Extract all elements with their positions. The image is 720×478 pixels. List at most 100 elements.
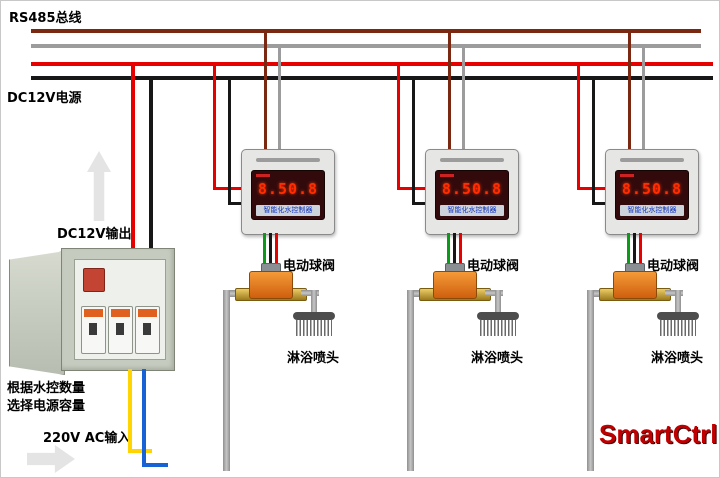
shower-label: 淋浴喷头 xyxy=(287,351,340,366)
valve-signal-wire xyxy=(453,233,456,265)
dc12v-positive-drop-wire xyxy=(213,62,216,190)
capacity-note-line1: 根据水控数量 xyxy=(7,381,86,396)
dc12v-negative-drop-wire xyxy=(228,202,243,205)
valve-signal-wire xyxy=(275,233,278,265)
shower-pipe-elbow xyxy=(485,290,503,296)
ac-neutral-wire xyxy=(142,369,146,467)
seven-segment-display: 8.50.8 xyxy=(257,180,319,198)
valve-signal-wire xyxy=(633,233,636,265)
dc12v-output-label: DC12V输出 xyxy=(57,227,132,242)
power-module xyxy=(81,306,106,354)
water-controller: 8.50.8 智能化水控制器 xyxy=(425,149,519,235)
capacity-note-line2: 选择电源容量 xyxy=(7,399,86,414)
panel-brand-mark xyxy=(256,174,270,177)
valve-label: 电动球阀 xyxy=(647,259,700,274)
dc12v-positive-drop-wire xyxy=(397,62,400,190)
smartctrl-logo: SmartCtrl xyxy=(599,419,718,449)
dc12v-output-arrow-icon xyxy=(87,151,111,221)
water-supply-pipe xyxy=(587,290,594,471)
dc12v-negative-drop-wire xyxy=(228,76,231,205)
transformer-module xyxy=(83,268,105,292)
motorized-ball-valve xyxy=(613,271,657,299)
ac-live-wire xyxy=(128,449,152,453)
cabinet-interior xyxy=(74,259,166,360)
dc12v-negative-drop-wire xyxy=(592,76,595,205)
seven-segment-display: 8.50.8 xyxy=(441,180,503,198)
motorized-ball-valve xyxy=(433,271,477,299)
motorized-ball-valve xyxy=(249,271,293,299)
shower-spray-icon xyxy=(296,320,332,336)
dc12v-positive-drop-wire xyxy=(577,62,580,190)
dc12v-negative-drop-wire xyxy=(412,76,415,205)
ac-live-wire xyxy=(128,369,132,453)
cabinet-door xyxy=(9,251,65,375)
controller-name-strip: 智能化水控制器 xyxy=(620,205,684,216)
module-switch xyxy=(116,323,124,335)
module-indicator xyxy=(138,309,157,317)
water-supply-pipe xyxy=(223,290,239,297)
shower-station-3: 8.50.8 智能化水控制器 电动球阀 淋浴喷头 xyxy=(565,1,719,477)
rs485-b-drop-wire xyxy=(462,44,465,151)
shower-spray-icon xyxy=(660,320,696,336)
valve-signal-wire xyxy=(263,233,266,265)
dc12v-positive-bus-wire xyxy=(31,62,713,66)
rs485-bus-wire-a xyxy=(31,29,701,33)
cabinet-positive-feed-wire xyxy=(131,62,135,251)
valve-label: 电动球阀 xyxy=(283,259,336,274)
shower-pipe-elbow xyxy=(665,290,683,296)
dc12v-negative-drop-wire xyxy=(592,202,607,205)
card-slot xyxy=(620,158,684,162)
water-supply-pipe xyxy=(407,290,423,297)
panel-brand-mark xyxy=(440,174,454,177)
power-module xyxy=(108,306,133,354)
card-slot xyxy=(440,158,504,162)
valve-signal-wire xyxy=(459,233,462,265)
power-supply-cabinet xyxy=(61,248,175,371)
shower-station-2: 8.50.8 智能化水控制器 电动球阀 淋浴喷头 xyxy=(385,1,565,477)
water-controller: 8.50.8 智能化水控制器 xyxy=(241,149,335,235)
controller-display-panel: 8.50.8 智能化水控制器 xyxy=(435,170,509,220)
water-supply-pipe xyxy=(407,290,414,471)
module-switch xyxy=(143,323,151,335)
shower-label: 淋浴喷头 xyxy=(471,351,524,366)
module-indicator xyxy=(84,309,103,317)
dc12v-negative-drop-wire xyxy=(412,202,427,205)
valve-signal-wire xyxy=(627,233,630,265)
seven-segment-display: 8.50.8 xyxy=(621,180,683,198)
rs485-a-drop-wire xyxy=(448,29,451,151)
module-indicator xyxy=(111,309,130,317)
water-controller: 8.50.8 智能化水控制器 xyxy=(605,149,699,235)
rs485-bus-label: RS485总线 xyxy=(9,11,82,26)
card-slot xyxy=(256,158,320,162)
controller-name-strip: 智能化水控制器 xyxy=(256,205,320,216)
valve-signal-wire xyxy=(269,233,272,265)
dc12v-power-label: DC12V电源 xyxy=(7,91,82,106)
shower-head xyxy=(477,312,519,320)
cabinet-negative-feed-wire xyxy=(149,76,153,251)
panel-brand-mark xyxy=(620,174,634,177)
rs485-a-drop-wire xyxy=(264,29,267,151)
shower-head xyxy=(293,312,335,320)
valve-label: 电动球阀 xyxy=(467,259,520,274)
rs485-bus-wire-b xyxy=(31,44,701,48)
valve-signal-wire xyxy=(639,233,642,265)
valve-signal-wire xyxy=(447,233,450,265)
shower-pipe-elbow xyxy=(675,290,681,314)
shower-head xyxy=(657,312,699,320)
shower-pipe-elbow xyxy=(301,290,319,296)
water-supply-pipe xyxy=(223,290,230,471)
water-supply-pipe xyxy=(587,290,603,297)
shower-spray-icon xyxy=(480,320,516,336)
dc12v-negative-bus-wire xyxy=(31,76,713,80)
controller-display-panel: 8.50.8 智能化水控制器 xyxy=(251,170,325,220)
ac-input-label: 220V AC输入 xyxy=(43,431,131,446)
rs485-a-drop-wire xyxy=(628,29,631,151)
power-module xyxy=(135,306,160,354)
shower-station-1: 8.50.8 智能化水控制器 电动球阀 淋浴喷头 xyxy=(201,1,381,477)
controller-display-panel: 8.50.8 智能化水控制器 xyxy=(615,170,689,220)
controller-name-strip: 智能化水控制器 xyxy=(440,205,504,216)
ac-input-arrow-icon xyxy=(27,445,75,473)
ac-neutral-wire xyxy=(142,463,168,467)
rs485-b-drop-wire xyxy=(278,44,281,151)
